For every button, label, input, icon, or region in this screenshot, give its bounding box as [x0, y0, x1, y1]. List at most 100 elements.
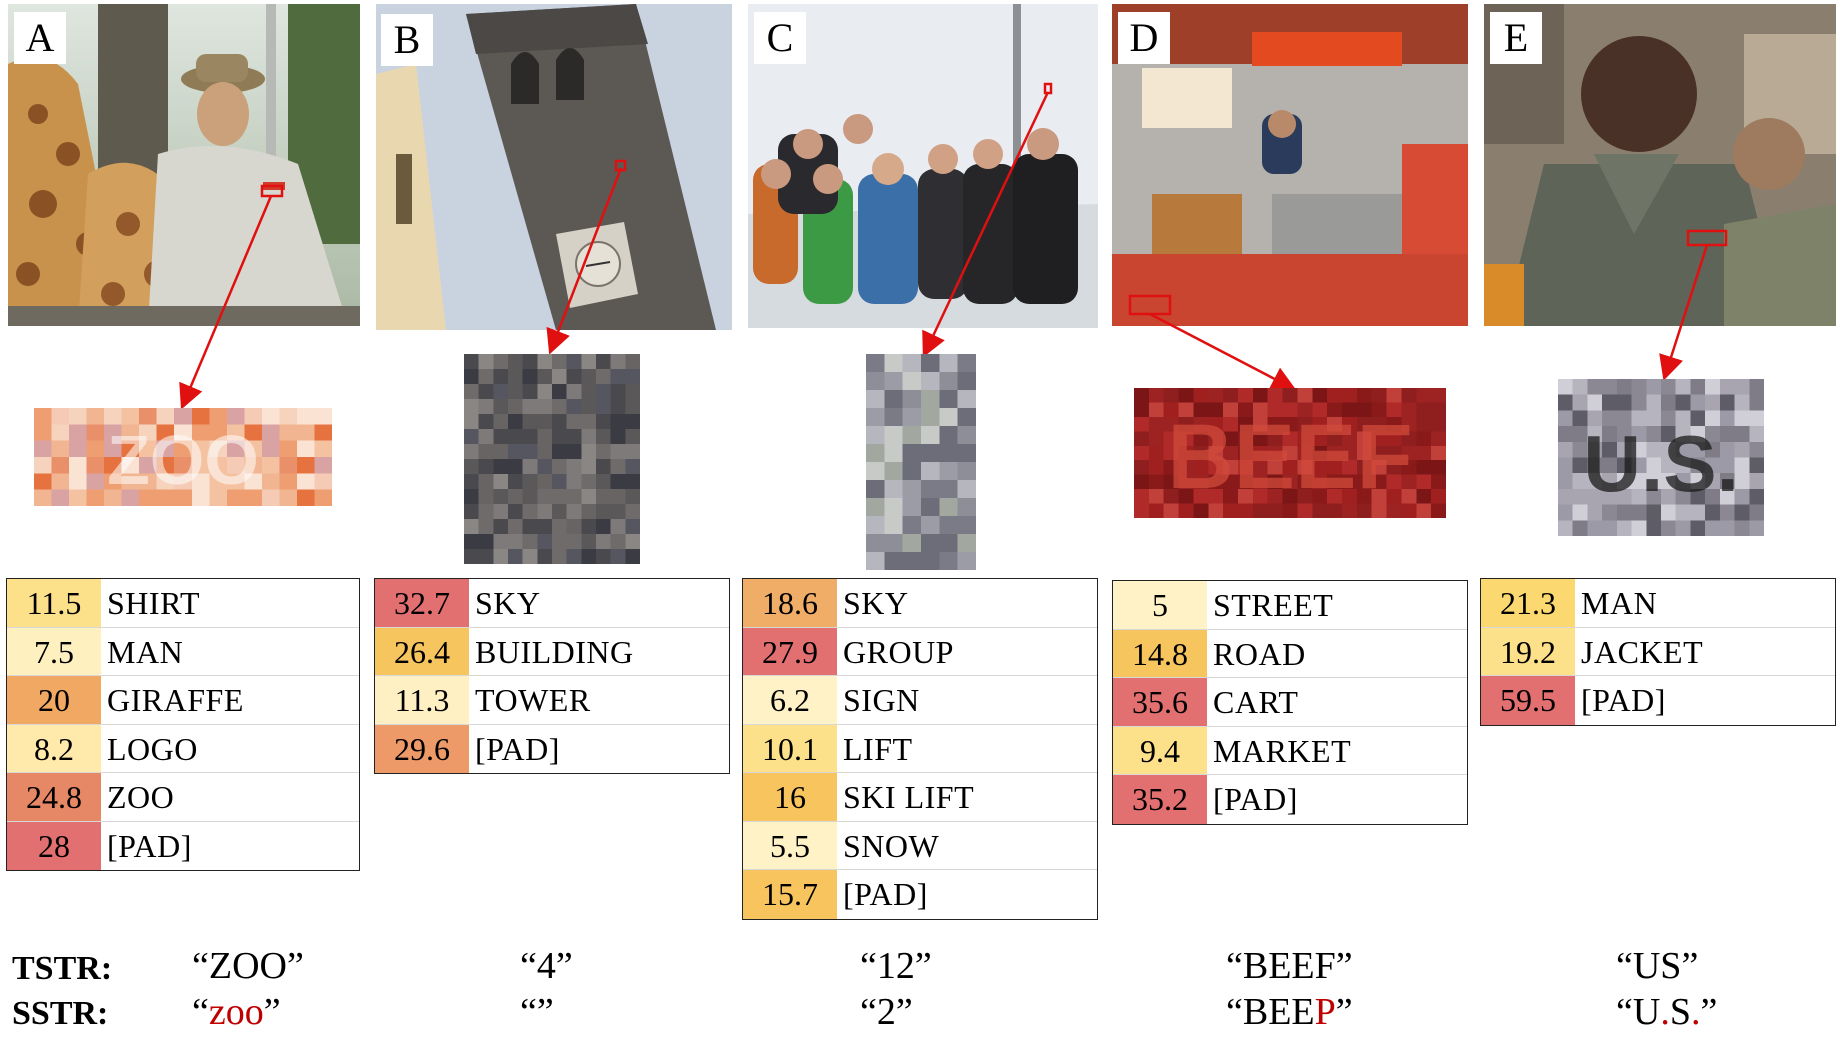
token-score: 35.2 — [1113, 775, 1207, 824]
panel-letter-c: C — [754, 12, 806, 64]
token-label: SKY — [475, 585, 541, 621]
sstr-part: zoo — [208, 991, 264, 1033]
sstr-part: “” — [520, 991, 554, 1033]
crop-d: BEEF — [1134, 388, 1446, 518]
sstr-part: ” — [1700, 991, 1718, 1033]
token-label: BUILDING — [475, 633, 634, 670]
token-row: 59.5[PAD] — [1481, 676, 1835, 725]
token-label: SKI LIFT — [843, 779, 975, 815]
token-score: 27.9 — [743, 627, 837, 675]
token-score: 5.5 — [743, 821, 837, 869]
crop-c — [866, 354, 976, 570]
token-row: 28[PAD] — [7, 821, 359, 870]
sstr-b: “” — [520, 990, 554, 1034]
token-label: MARKET — [1213, 732, 1352, 769]
sstr-part: P — [1314, 991, 1336, 1033]
token-label: GROUP — [843, 633, 954, 670]
tstr-label: TSTR: — [12, 950, 113, 987]
token-label: [PAD] — [843, 876, 928, 912]
token-label: MAN — [1581, 585, 1658, 621]
sstr-part: ” — [263, 991, 281, 1033]
tstr-a: “ZOO” — [192, 945, 304, 987]
photo-d — [1112, 4, 1468, 326]
sstr-part: ” — [1335, 991, 1353, 1033]
sstr-part: . — [1660, 991, 1670, 1033]
token-label: SNOW — [843, 827, 940, 864]
token-label: ROAD — [1213, 635, 1306, 672]
sstr-part: “ — [192, 991, 209, 1033]
photo-e — [1484, 4, 1836, 326]
token-label: SIGN — [843, 682, 920, 718]
token-score: 9.4 — [1113, 726, 1207, 774]
token-score: 26.4 — [375, 627, 469, 675]
token-label: LOGO — [107, 730, 198, 767]
token-label: CART — [1213, 684, 1299, 720]
token-score: 29.6 — [375, 724, 469, 773]
sstr-part: S — [1669, 991, 1691, 1033]
token-label: STREET — [1213, 587, 1334, 623]
token-score: 19.2 — [1481, 627, 1575, 675]
tstr-e: “US” — [1616, 945, 1699, 987]
token-score: 59.5 — [1481, 676, 1575, 725]
token-row: 29.6[PAD] — [375, 724, 729, 773]
token-score: 24.8 — [7, 773, 101, 821]
tstr-c: “12” — [860, 945, 932, 987]
token-score: 11.5 — [7, 579, 101, 627]
sstr-d: “BEEP” — [1226, 990, 1353, 1034]
token-score: 5 — [1113, 581, 1207, 629]
crop-b — [464, 354, 640, 564]
token-score: 11.3 — [375, 676, 469, 724]
photo-a — [8, 4, 360, 326]
token-label: TOWER — [475, 682, 591, 718]
crop-a: ZOO — [34, 408, 332, 506]
token-score: 14.8 — [1113, 629, 1207, 677]
panel-letter-a: A — [14, 12, 66, 64]
token-label: [PAD] — [1213, 781, 1298, 817]
token-score: 21.3 — [1481, 579, 1575, 627]
token-score: 35.6 — [1113, 678, 1207, 726]
token-label: JACKET — [1581, 633, 1704, 670]
panel-letter-d: D — [1118, 12, 1170, 64]
token-score: 10.1 — [743, 724, 837, 772]
token-row: 35.2[PAD] — [1113, 775, 1467, 824]
tstr-b: “4” — [520, 945, 573, 987]
token-score: 6.2 — [743, 676, 837, 724]
token-label: ZOO — [107, 779, 175, 815]
token-label: MAN — [107, 633, 184, 670]
token-score: 16 — [743, 773, 837, 821]
sstr-a: “zoo” — [192, 990, 281, 1034]
token-score: 7.5 — [7, 627, 101, 675]
token-label: SHIRT — [107, 585, 201, 621]
token-label: GIRAFFE — [107, 682, 244, 718]
token-label: LIFT — [843, 730, 913, 767]
crop-e-text: U.S. — [1583, 419, 1739, 508]
panel-letter-b: B — [381, 14, 433, 66]
crop-d-text: BEEF — [1167, 406, 1412, 508]
token-label: [PAD] — [1581, 682, 1666, 718]
token-row: 15.7[PAD] — [743, 870, 1097, 919]
token-label: SKY — [843, 585, 909, 621]
crop-e: U.S. — [1558, 379, 1764, 536]
token-score: 32.7 — [375, 579, 469, 627]
sstr-part: “U — [1616, 991, 1661, 1033]
sstr-c: “2” — [860, 990, 913, 1034]
sstr-part: “2” — [860, 991, 913, 1033]
